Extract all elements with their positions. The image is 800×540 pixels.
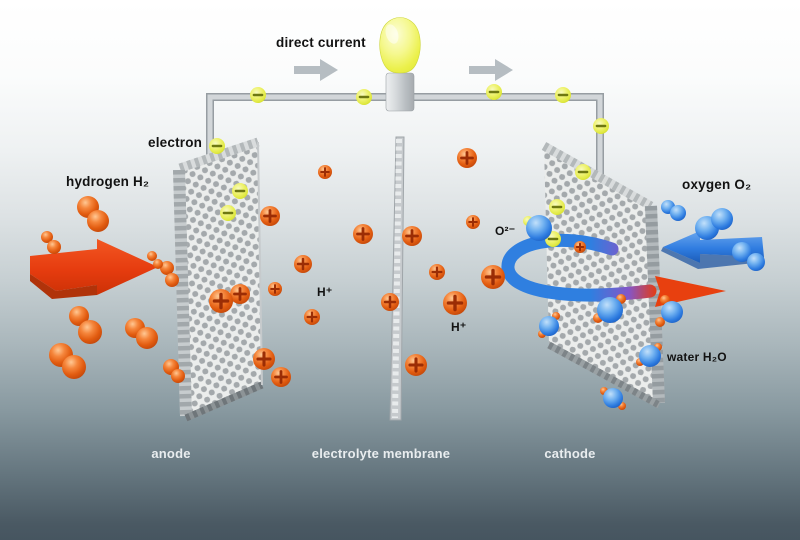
water-molecules-layer xyxy=(538,294,683,410)
current-arrow-right xyxy=(469,59,513,81)
cathode-label: cathode xyxy=(544,446,596,461)
oxygen-label: oxygen O₂ xyxy=(682,177,752,192)
membrane-label: electrolyte membrane xyxy=(311,446,451,461)
oxygen-molecules-layer xyxy=(526,200,765,271)
electron-label: electron xyxy=(148,135,203,150)
water-label: water H₂O xyxy=(667,350,727,364)
hydrogen-in-arrow xyxy=(30,239,158,299)
electrolyte-membrane xyxy=(389,136,405,421)
hydrogen-molecules-layer xyxy=(41,196,185,383)
cathode-plate xyxy=(541,142,665,409)
hydrogen-ions-layer xyxy=(209,148,586,387)
proton-label-right: H⁺ xyxy=(451,320,467,334)
proton-label-left: H⁺ xyxy=(317,285,333,299)
direct-current-label: direct current xyxy=(276,35,366,50)
oxide-ion-label: O²⁻ xyxy=(495,224,516,238)
light-bulb-icon xyxy=(379,17,421,112)
anode-plate xyxy=(173,137,264,422)
current-arrow-left xyxy=(294,59,338,81)
hydrogen-label: hydrogen H₂ xyxy=(66,174,150,189)
anode-label: anode xyxy=(151,446,191,461)
reaction-swirl-arrow xyxy=(501,233,726,307)
